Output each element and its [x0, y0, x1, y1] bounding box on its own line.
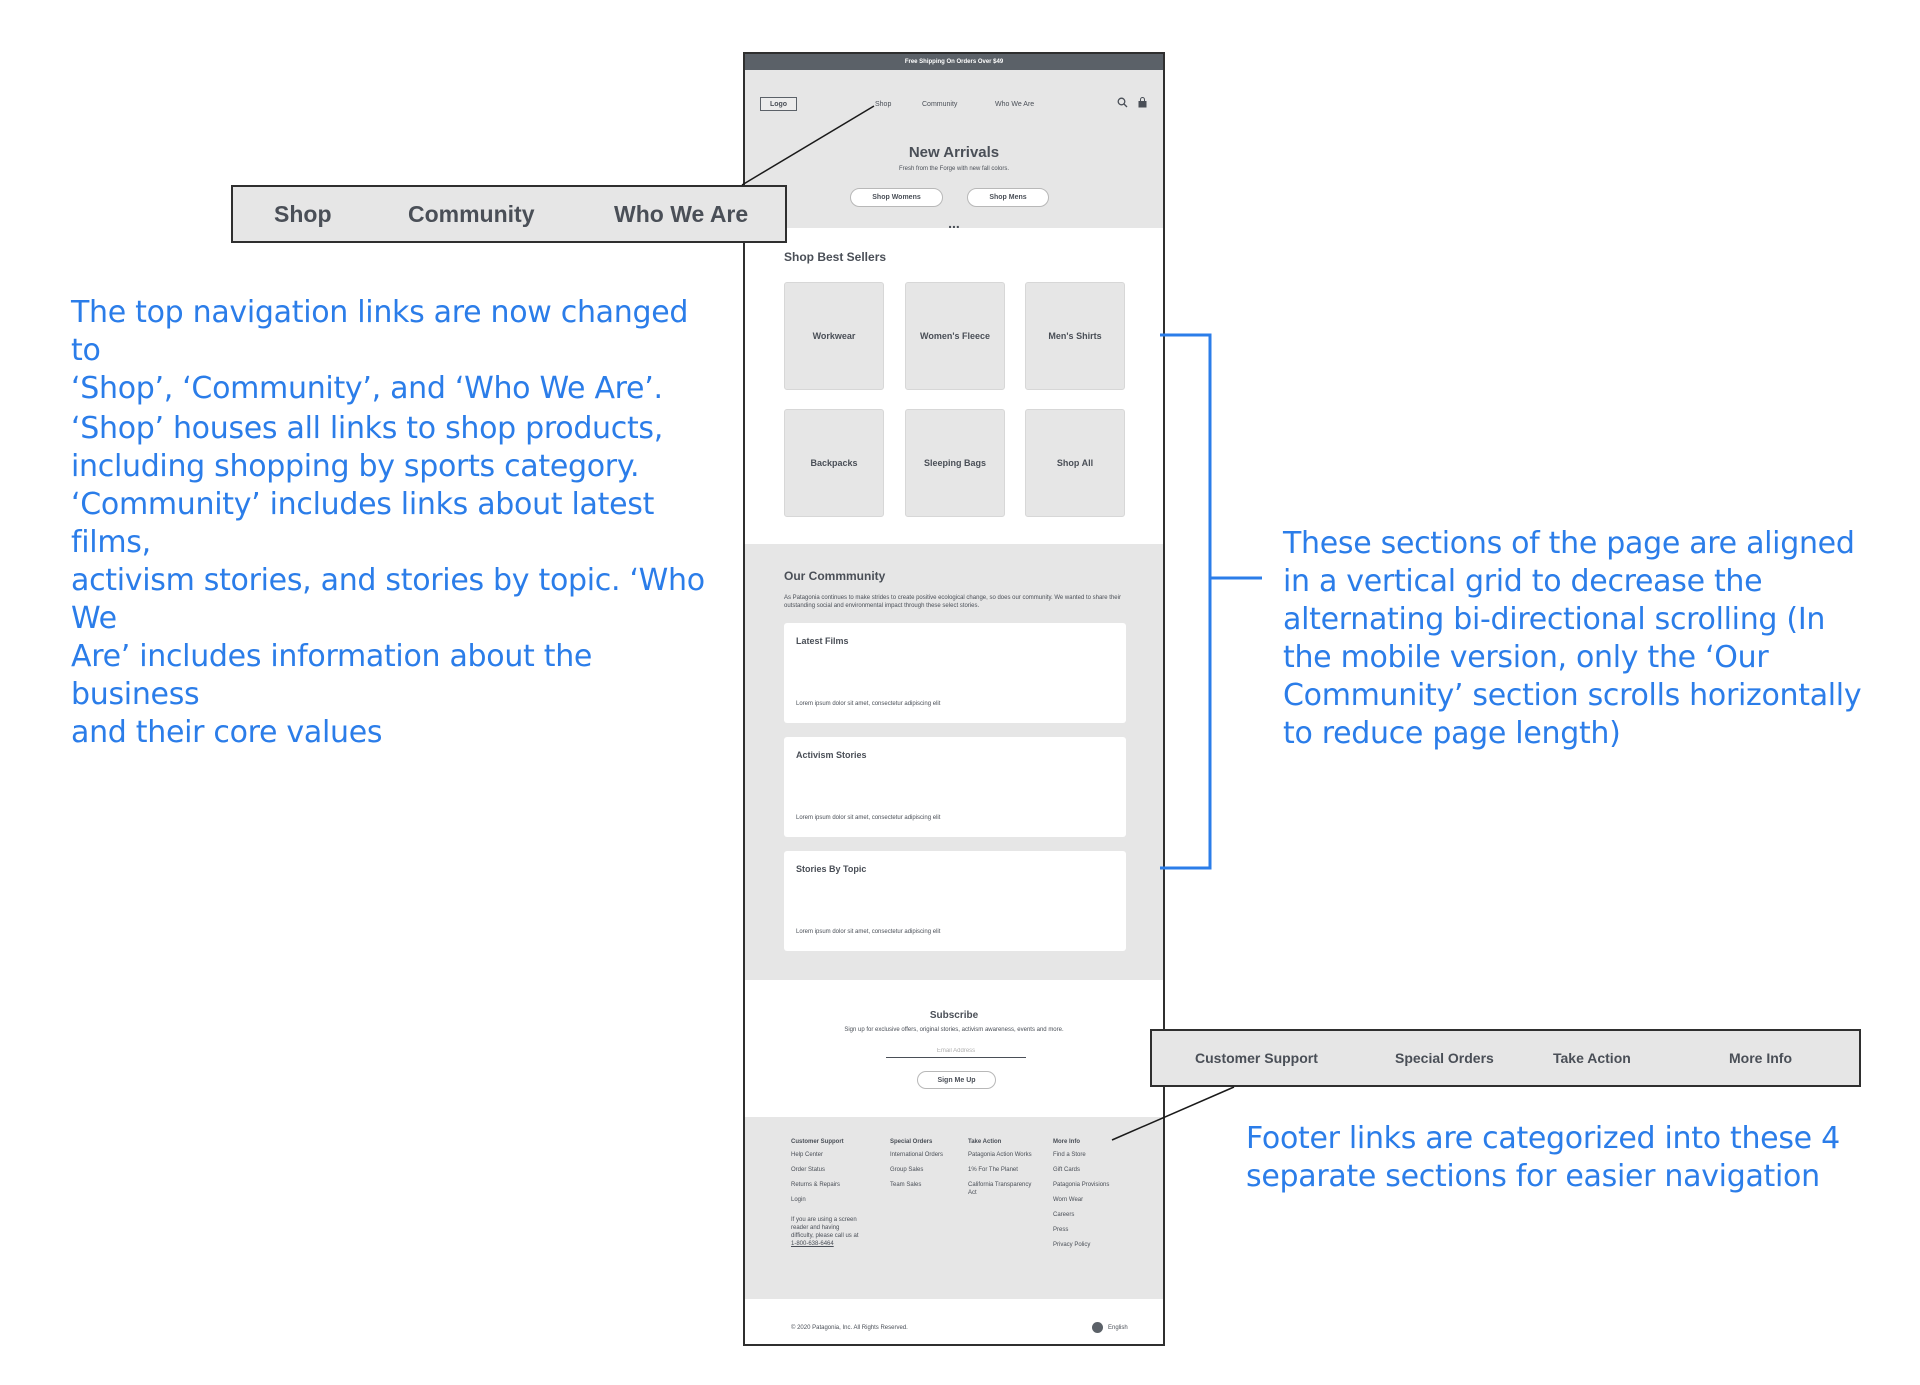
footer-link[interactable]: Find a Store	[1053, 1152, 1086, 1158]
tile-sleeping-bags[interactable]: Sleeping Bags	[905, 409, 1005, 517]
callout-take-action: Take Action	[1553, 1050, 1631, 1066]
copyright: © 2020 Patagonia, Inc. All Rights Reserv…	[791, 1325, 908, 1331]
footer-link[interactable]: Returns & Repairs	[791, 1182, 841, 1188]
footer-note: Footer links are categorized into these …	[1246, 1121, 1840, 1194]
support-phone-link[interactable]: 1-800-638-6464	[791, 1241, 834, 1247]
footer-link[interactable]: Login	[791, 1197, 806, 1203]
footer-link[interactable]: Gift Cards	[1053, 1167, 1081, 1173]
promo-banner: Free Shipping On Orders Over $49	[745, 54, 1163, 70]
nav-who-we-are[interactable]: Who We Are	[995, 101, 1035, 108]
footer-link[interactable]: Patagonia Provisions	[1053, 1182, 1110, 1188]
tile-workwear[interactable]: Workwear	[784, 282, 884, 390]
shop-mens-button[interactable]: Shop Mens	[967, 188, 1049, 207]
footer-link[interactable]: California Transparency Act	[968, 1182, 1032, 1196]
footer-callout: Customer Support Special Orders Take Act…	[1150, 1029, 1861, 1087]
footer-heading: More Info	[1053, 1139, 1080, 1145]
callout-customer-support: Customer Support	[1195, 1050, 1318, 1066]
callout-special-orders: Special Orders	[1395, 1050, 1494, 1066]
globe-icon[interactable]	[1092, 1322, 1103, 1333]
wireframe-page: Free Shipping On Orders Over $49 Logo Sh…	[743, 52, 1165, 1346]
tile-mens-shirts[interactable]: Men's Shirts	[1025, 282, 1125, 390]
footer-bottom-bar	[745, 1299, 1163, 1344]
footer-col-action: Take Action Patagonia Action Works 1% Fo…	[968, 1139, 1032, 1204]
footer	[745, 1117, 1163, 1299]
card-body: Lorem ipsum dolor sit amet, consectetur …	[796, 929, 941, 935]
screen-reader-note: If you are using a screen reader and hav…	[791, 1217, 859, 1239]
footer-col-special: Special Orders International Orders Grou…	[890, 1139, 945, 1196]
footer-link[interactable]: International Orders	[890, 1152, 944, 1158]
best-sellers-title: Shop Best Sellers	[784, 250, 887, 264]
card-activism-stories[interactable]: Activism Stories Lorem ipsum dolor sit a…	[784, 737, 1126, 837]
card-title: Stories By Topic	[796, 864, 867, 874]
subscribe-title: Subscribe	[929, 1010, 979, 1021]
footer-link[interactable]: Group Sales	[890, 1167, 924, 1173]
card-body: Lorem ipsum dolor sit amet, consectetur …	[796, 815, 941, 821]
nav-shop[interactable]: Shop	[875, 101, 892, 108]
hero-subtitle: Fresh from the Forge with new fall color…	[898, 166, 1010, 172]
callout-shop: Shop	[274, 200, 332, 227]
community-description: As Patagonia continues to make strides t…	[784, 595, 1121, 609]
shop-womens-button[interactable]: Shop Womens	[850, 188, 943, 207]
carousel-dots[interactable]: ...	[948, 215, 960, 231]
card-latest-films[interactable]: Latest Films Lorem ipsum dolor sit amet,…	[784, 623, 1126, 723]
hero-section: Logo Shop Community Who We Are New Arriv…	[745, 70, 1163, 231]
footer-link[interactable]: 1% For The Planet	[968, 1167, 1018, 1173]
logo[interactable]: Logo	[760, 97, 797, 111]
footer-link[interactable]: Patagonia Action Works	[968, 1152, 1032, 1158]
footer-heading: Take Action	[968, 1139, 1002, 1145]
nav-note: The top navigation links are now changed…	[71, 295, 689, 406]
subscribe-description: Sign up for exclusive offers, original s…	[844, 1027, 1064, 1033]
nav-callout: Shop Community Who We Are	[231, 185, 787, 243]
email-field[interactable]	[886, 1044, 1026, 1058]
hero-title: New Arrivals	[908, 144, 1000, 161]
footer-link[interactable]: Help Center	[791, 1152, 824, 1158]
callout-community: Community	[408, 200, 535, 227]
footer-link[interactable]: Privacy Policy	[1053, 1242, 1091, 1248]
footer-heading: Customer Support	[791, 1139, 844, 1145]
language-selector[interactable]: English	[1108, 1325, 1128, 1331]
footer-link[interactable]: Team Sales	[890, 1182, 922, 1188]
tile-backpacks[interactable]: Backpacks	[784, 409, 884, 517]
footer-link[interactable]: Careers	[1053, 1212, 1075, 1218]
search-icon[interactable]	[1117, 97, 1128, 108]
footer-col-support: Customer Support Help Center Order Statu…	[791, 1139, 861, 1255]
footer-link[interactable]: Worn Wear	[1053, 1197, 1084, 1203]
card-title: Activism Stories	[796, 750, 867, 760]
footer-heading: Special Orders	[890, 1139, 933, 1145]
nav-community[interactable]: Community	[922, 101, 958, 108]
callout-more-info: More Info	[1729, 1050, 1792, 1066]
community-title: Our Commmunity	[784, 569, 886, 583]
callout-who-we-are: Who We Are	[614, 200, 749, 227]
nav-detail-note: ‘Shop’ houses all links to shop products…	[71, 411, 705, 750]
card-title: Latest Films	[796, 636, 849, 646]
grid-bracket	[1160, 333, 1212, 870]
footer-link[interactable]: Press	[1053, 1227, 1069, 1233]
tile-shop-all[interactable]: Shop All	[1025, 409, 1125, 517]
shopping-bag-icon[interactable]	[1138, 97, 1147, 108]
tile-womens-fleece[interactable]: Women's Fleece	[905, 282, 1005, 390]
footer-link[interactable]: Order Status	[791, 1167, 826, 1173]
footer-col-more: More Info Find a Store Gift Cards Patago…	[1053, 1139, 1133, 1256]
grid-note: These sections of the page are aligned i…	[1283, 526, 1862, 751]
sign-me-up-button[interactable]: Sign Me Up	[917, 1071, 996, 1089]
card-stories-by-topic[interactable]: Stories By Topic Lorem ipsum dolor sit a…	[784, 851, 1126, 951]
card-body: Lorem ipsum dolor sit amet, consectetur …	[796, 701, 941, 707]
